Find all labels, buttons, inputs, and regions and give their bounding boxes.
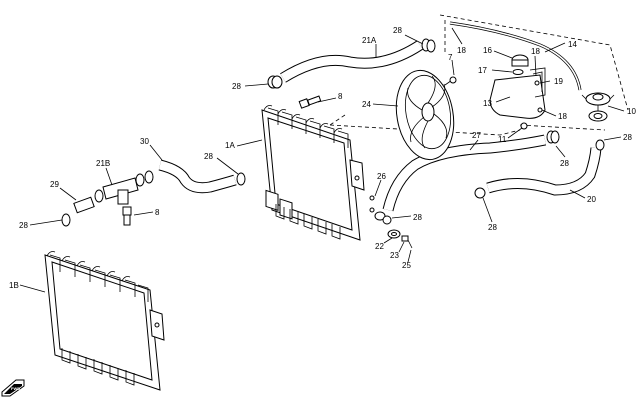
callout-1a: 1A	[225, 141, 235, 150]
callout-24: 24	[362, 100, 371, 109]
sensor-8-upper	[298, 95, 322, 109]
callout-8: 8	[338, 92, 343, 101]
callout-30: 30	[140, 137, 149, 146]
callout-18: 18	[558, 112, 567, 121]
filler-neck-10	[581, 92, 615, 122]
callout-28: 28	[393, 26, 402, 35]
callout-1b: 1B	[9, 281, 19, 290]
callout-14: 14	[568, 40, 577, 49]
callout-16: 16	[483, 46, 492, 55]
callout-13: 13	[483, 99, 492, 108]
callout-28: 28	[232, 82, 241, 91]
callout-29: 29	[50, 180, 59, 189]
fan-24	[395, 69, 456, 161]
hoses	[73, 21, 602, 214]
callout-18: 18	[457, 46, 466, 55]
callout-22: 22	[375, 242, 384, 251]
fasteners	[369, 195, 413, 249]
sensor-8-lower	[122, 206, 132, 226]
callout-28: 28	[560, 159, 569, 168]
guide-lines	[329, 14, 629, 136]
clamps	[61, 38, 605, 227]
callout-19: 19	[554, 77, 563, 86]
callout-labels: 28 18 14 21A 16 18 7 17 19 28 8 24 13 10…	[9, 26, 636, 290]
callout-27: 27	[472, 131, 481, 140]
callout-21b: 21B	[96, 159, 110, 168]
tee-21b	[94, 173, 145, 205]
radiator-1b	[44, 251, 165, 391]
callout-10: 10	[627, 107, 636, 116]
callout-23: 23	[390, 251, 399, 260]
callout-28: 28	[413, 213, 422, 222]
callout-20: 20	[587, 195, 596, 204]
callout-21a: 21A	[362, 36, 377, 45]
callout-26: 26	[377, 172, 386, 181]
expansion-tank-13	[449, 54, 546, 130]
callout-17: 17	[478, 66, 487, 75]
callout-28: 28	[19, 221, 28, 230]
callout-28: 28	[204, 152, 213, 161]
callout-11: 11	[498, 135, 507, 144]
callout-25: 25	[402, 261, 411, 270]
leader-lines	[19, 27, 625, 293]
radiator-1a	[261, 105, 365, 241]
callout-18: 18	[531, 47, 540, 56]
callout-7: 7	[448, 53, 453, 62]
callout-8: 8	[155, 208, 160, 217]
fwd-arrow-logo: FWD	[1, 379, 25, 397]
logo-text: FWD	[11, 386, 20, 391]
callout-28: 28	[488, 223, 497, 232]
callout-28: 28	[623, 133, 632, 142]
